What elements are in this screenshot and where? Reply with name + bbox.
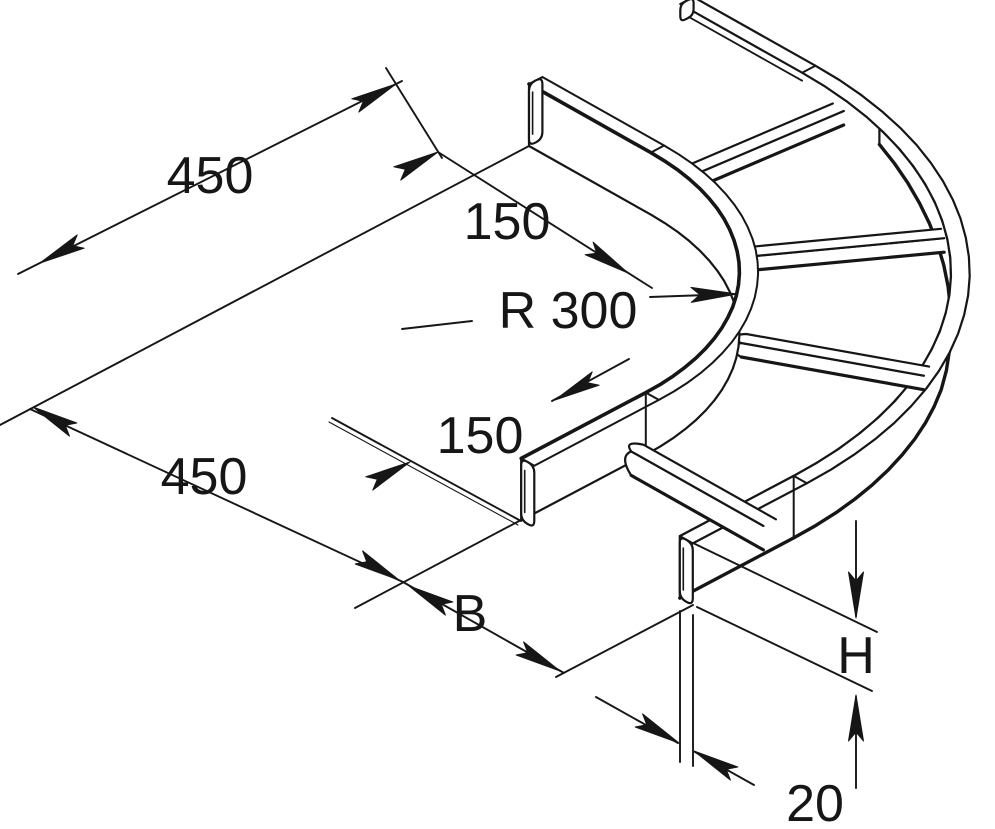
break-line: [649, 144, 666, 154]
arrowhead: [408, 585, 454, 616]
dimension-labels: 450 450 150 150 R 300 B H 20: [161, 147, 875, 829]
rung-top-face: [744, 228, 945, 256]
extension-line: [555, 604, 694, 678]
rung-bottom-edge: [691, 123, 846, 191]
arrowhead: [634, 713, 680, 744]
rung-bottom-edge: [629, 473, 765, 552]
inner-rail: [519, 76, 760, 527]
outer-rail-side-face-bottom-edge: [678, 142, 953, 600]
extension-line: [354, 519, 522, 609]
dim-450-bottom-label: 450: [161, 448, 248, 506]
arrowhead: [584, 241, 629, 274]
rail-end-cap: [520, 459, 536, 527]
rung-bottom-edge: [739, 355, 926, 392]
extension-line: [328, 421, 519, 526]
rail-end-cap: [679, 0, 695, 22]
break-line: [644, 391, 660, 401]
height-label: H: [837, 627, 875, 685]
rung-side-face: [746, 238, 945, 270]
dimension-lines: [0, 67, 878, 789]
dimension-line-450-top: [17, 80, 403, 275]
rung-side-face: [686, 111, 844, 190]
rail-end-cap: [678, 537, 694, 605]
rung-side-face: [625, 451, 764, 550]
rung-top-face: [734, 334, 930, 376]
arrowhead: [554, 371, 600, 401]
rail-thickness-label: 20: [786, 775, 844, 829]
rung-top-face: [679, 103, 844, 176]
rail-end-cap: [527, 78, 544, 145]
dimension-line-450-bottom: [29, 408, 404, 583]
dim-150-top-label: 150: [464, 193, 551, 251]
arrowhead: [32, 406, 78, 437]
arrowhead: [690, 286, 738, 303]
break-line: [792, 474, 808, 485]
break-line: [801, 64, 817, 74]
arrowhead: [365, 461, 411, 491]
dimension-line-150-bottom: [331, 417, 522, 522]
extension-line: [692, 542, 878, 633]
outer-rail: [678, 0, 971, 605]
rung-top-face: [628, 442, 777, 527]
dim-150-bottom-label: 150: [437, 407, 524, 465]
rung-side-face: [732, 343, 924, 390]
arrowhead: [515, 641, 561, 672]
dim-450-top-label: 450: [167, 147, 254, 205]
radius-leader-tail: [401, 320, 473, 330]
radius-label: R 300: [499, 282, 638, 340]
rung-top-face: [629, 443, 776, 526]
arrowhead: [693, 750, 739, 781]
arrowhead: [848, 694, 864, 742]
arrowhead: [393, 151, 439, 181]
inner-rail-top-edge: [519, 82, 742, 461]
bottom-port-rung: [624, 442, 777, 552]
extension-tick: [385, 67, 443, 159]
extension-line: [0, 145, 530, 426]
rung-bottom-edge: [753, 250, 946, 272]
width-label: B: [453, 585, 488, 643]
extension-line: [696, 606, 873, 692]
arrowhead: [848, 571, 864, 619]
arrowhead: [351, 83, 397, 113]
arrowhead: [39, 234, 85, 264]
outer-rail-edge-sliver: [679, 11, 803, 82]
arrowhead: [354, 550, 400, 581]
